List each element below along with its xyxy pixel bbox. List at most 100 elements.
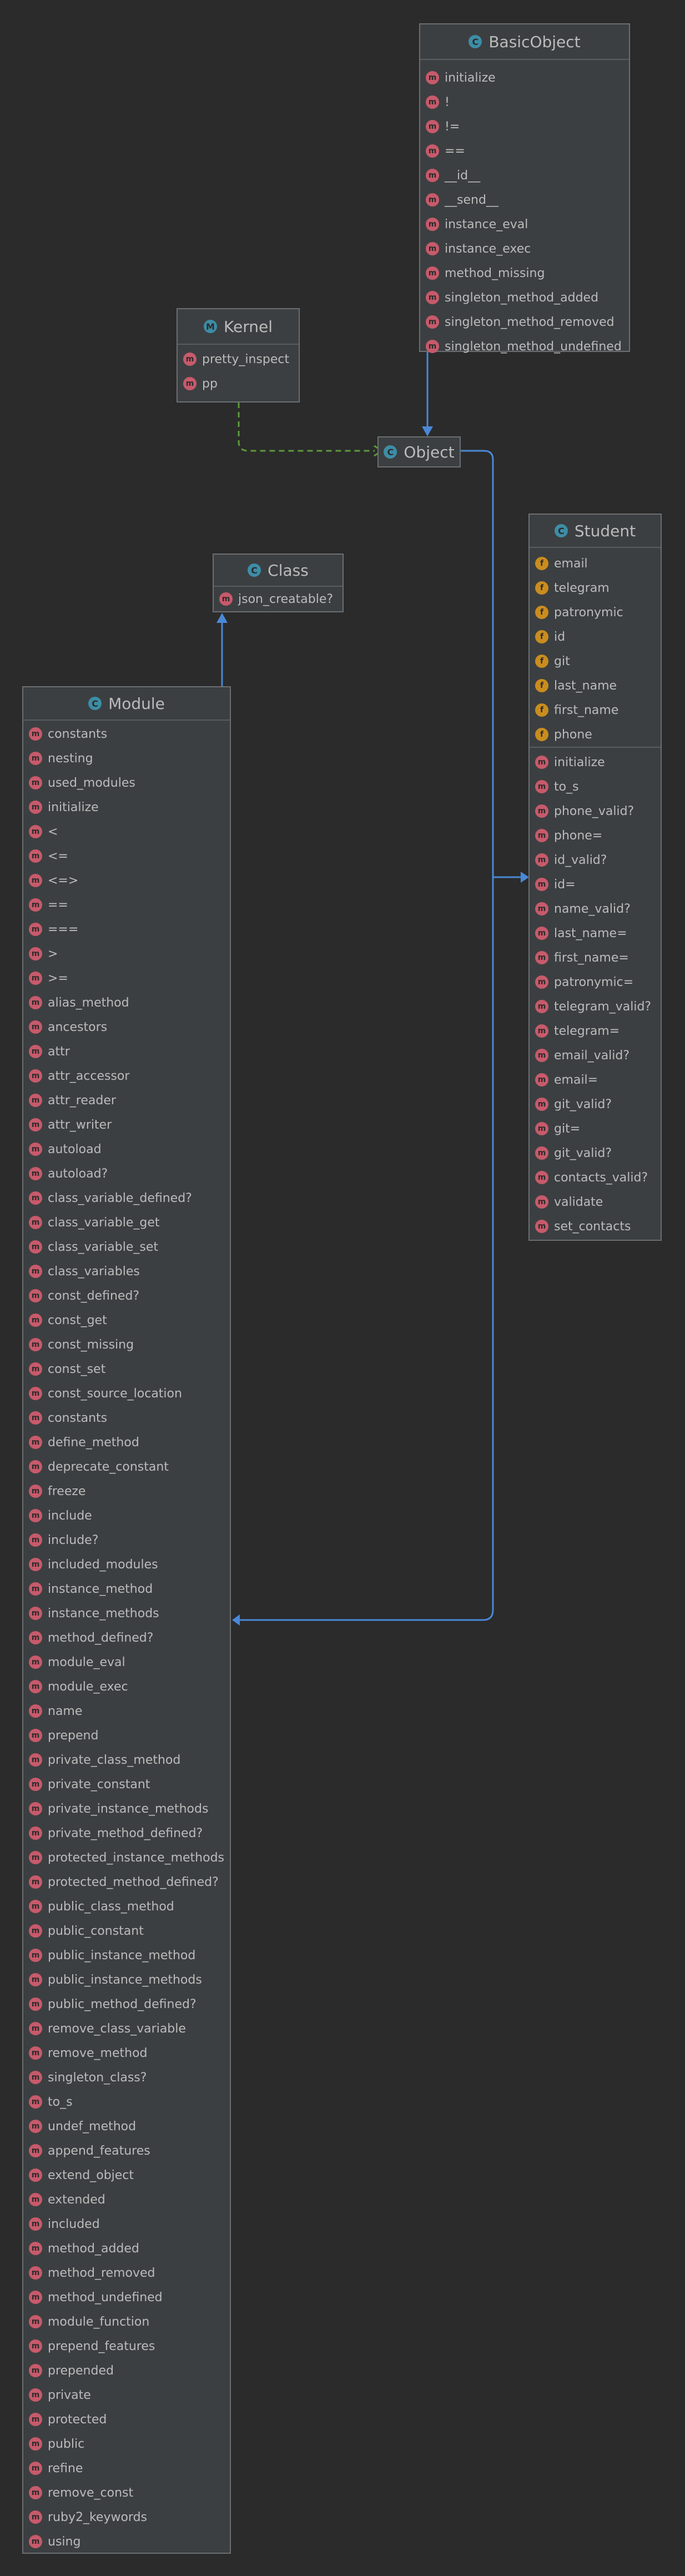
- method-row[interactable]: m!: [420, 90, 629, 114]
- method-row[interactable]: m===: [23, 917, 230, 942]
- class-box-object[interactable]: C Object: [377, 436, 461, 467]
- method-row[interactable]: m==: [420, 139, 629, 163]
- method-row[interactable]: m__id__: [420, 163, 629, 188]
- method-row[interactable]: m>=: [23, 966, 230, 990]
- method-row[interactable]: m__send__: [420, 188, 629, 212]
- method-row[interactable]: m<=: [23, 844, 230, 868]
